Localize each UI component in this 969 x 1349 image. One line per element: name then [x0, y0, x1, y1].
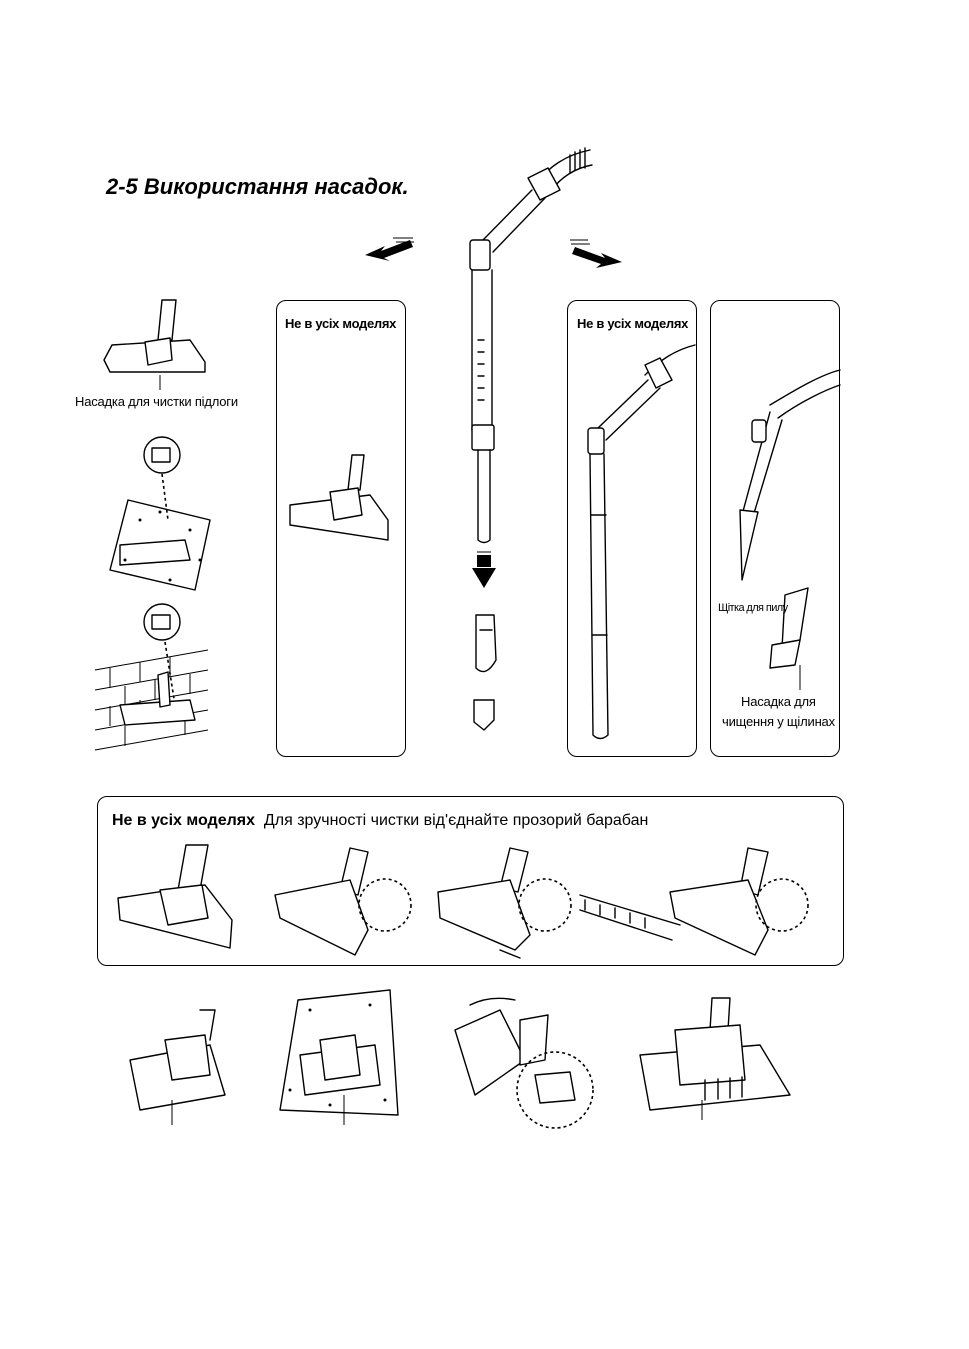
bottom-panel-label: Не в усіх моделях Для зручності чистки в… — [112, 812, 648, 830]
bottom-panel-label-text: Для зручності чистки від'єднайте прозори… — [264, 812, 648, 829]
panel-b — [567, 300, 697, 757]
floor-nozzle-icon — [104, 300, 205, 390]
arrow-down-right-icon — [570, 240, 622, 268]
arrow-down-icon — [472, 552, 496, 588]
crevice-caption-line1: Насадка для — [741, 694, 816, 709]
panel-a-label: Не в усіх моделях — [285, 316, 396, 331]
bottom-panel-label-bold: Не в усіх моделях — [112, 812, 255, 829]
panel-b-label: Не в усіх моделях — [577, 316, 688, 331]
panel-c — [710, 300, 840, 757]
arrow-down-left-icon — [365, 238, 414, 261]
panel-a — [276, 300, 406, 757]
floor-nozzle-caption: Насадка для чистки підлоги — [75, 394, 238, 409]
dust-brush-caption: Щітка для пилу — [718, 602, 788, 614]
crevice-caption-line2: чищення у щілинах — [722, 714, 835, 729]
crevice-tool-icon — [474, 615, 496, 730]
